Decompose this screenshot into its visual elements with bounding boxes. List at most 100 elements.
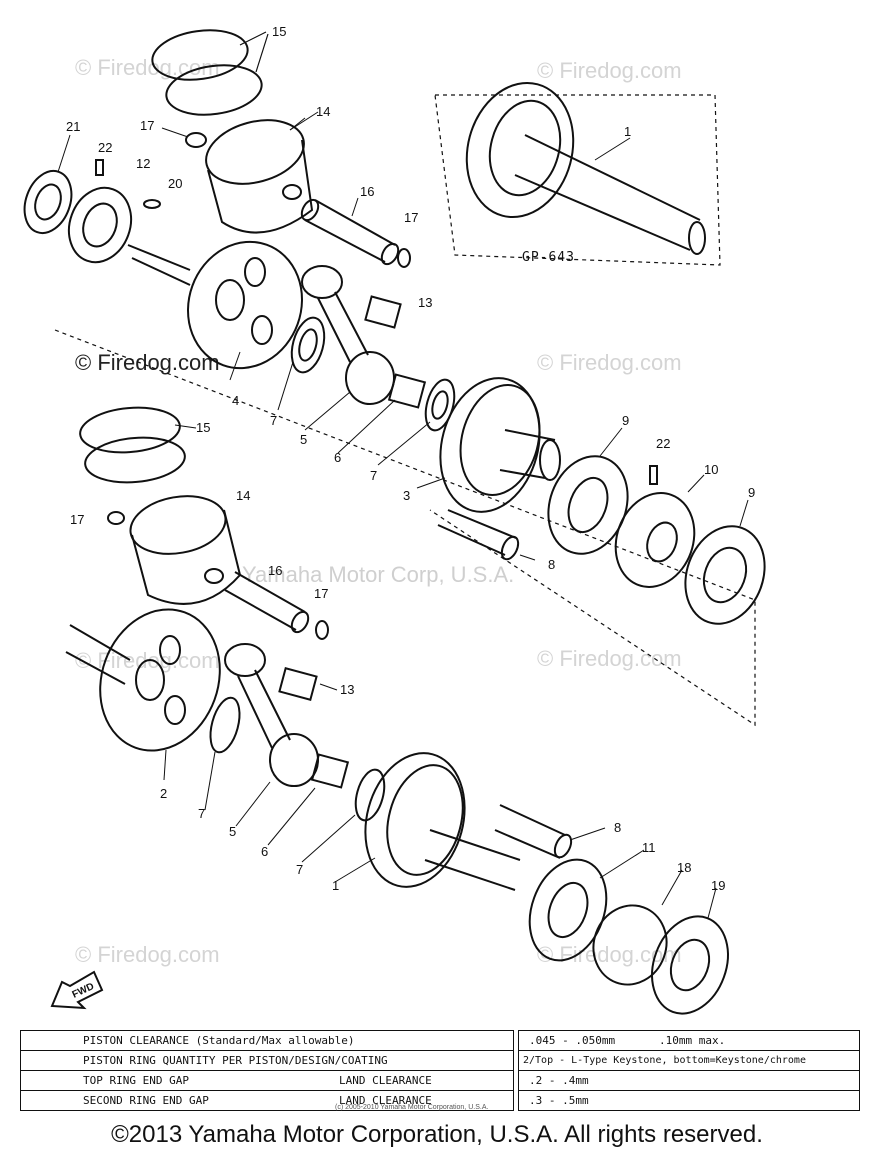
crank-pin-upper (437, 509, 520, 561)
callout-15: 15 (272, 24, 286, 39)
spec-value: 2/Top - L-Type Keystone, bottom=Keystone… (523, 1055, 806, 1066)
callout-5: 5 (229, 824, 236, 839)
callout-7: 7 (198, 806, 205, 821)
needle-bearing (310, 753, 350, 789)
callout-8: 8 (548, 557, 555, 572)
dowel-pin (649, 465, 658, 485)
spec-label-secondary: LAND CLEARANCE (339, 1094, 432, 1107)
crankshaft-exploded-diagram: 15 14 17 21 22 12 20 16 17 1 13 4 7 5 6 … (23, 24, 766, 1015)
spec-label: PISTON CLEARANCE (Standard/Max allowable… (83, 1034, 355, 1047)
gp643-label: GP-643 (522, 250, 575, 265)
callout-2: 2 (160, 786, 167, 801)
needle-bearing (387, 373, 427, 409)
spec-label-secondary: LAND CLEARANCE (339, 1074, 432, 1087)
crank-center (439, 377, 561, 513)
crank-pin-lower (494, 804, 573, 859)
callout-10: 10 (704, 462, 718, 477)
callout-15: 15 (196, 420, 210, 435)
callout-6: 6 (261, 844, 268, 859)
circlip (315, 620, 329, 640)
callout-9: 9 (622, 413, 629, 428)
callout-17: 17 (314, 586, 328, 601)
callout-7: 7 (296, 862, 303, 877)
watermark: © Firedog.com (75, 942, 220, 967)
callout-7: 7 (370, 468, 377, 483)
spec-row: SECOND RING END GAP LAND CLEARANCE (21, 1091, 513, 1110)
spec-value-secondary: .10mm max. (659, 1034, 726, 1047)
spec-table-values: .045 - .050mm .10mm max. 2/Top - L-Type … (518, 1030, 860, 1111)
callout-21: 21 (66, 119, 80, 134)
spec-label: SECOND RING END GAP (83, 1094, 209, 1107)
piston-ring-lower (79, 406, 186, 484)
spec-value-row: .3 - .5mm (519, 1091, 859, 1110)
watermark: © Firedog.com (537, 350, 682, 375)
callout-1: 1 (332, 878, 339, 893)
watermark: © Firedog.com (75, 350, 220, 375)
piston-ring-upper (151, 29, 263, 116)
fine-print: (c) 2005-2010 Yamaha Motor Corporation, … (335, 1104, 489, 1111)
thrust-washer (354, 768, 386, 822)
needle-bearing (364, 295, 402, 329)
circlip-ring (592, 904, 668, 986)
crank-half-upper (127, 240, 303, 370)
spec-label: PISTON RING QUANTITY PER PISTON/DESIGN/C… (83, 1054, 388, 1067)
spec-value-row: .045 - .050mm .10mm max. (519, 1031, 859, 1051)
callout-7: 7 (270, 413, 277, 428)
callout-16: 16 (360, 184, 374, 199)
spec-value-row: .2 - .4mm (519, 1071, 859, 1091)
bearing (684, 525, 766, 625)
thrust-washer (424, 378, 456, 432)
callout-3: 3 (403, 488, 410, 503)
watermark: © Firedog.com (75, 55, 220, 80)
crank-half-lower (65, 608, 221, 752)
callout-18: 18 (677, 860, 691, 875)
thrust-washer (209, 696, 241, 754)
callout-6: 6 (334, 450, 341, 465)
callout-13: 13 (340, 682, 354, 697)
callout-12: 12 (136, 156, 150, 171)
circlip (185, 132, 207, 148)
crank-center-lower (364, 752, 521, 891)
piston-lower (129, 495, 242, 605)
callout-17: 17 (140, 118, 154, 133)
piston-pin-lower (224, 571, 310, 634)
spec-value-row: 2/Top - L-Type Keystone, bottom=Keystone… (519, 1051, 859, 1071)
callout-8: 8 (614, 820, 621, 835)
labyrinth-seal (614, 492, 696, 588)
thrust-washer (290, 316, 326, 374)
circlip (107, 511, 125, 525)
woodruff-key (143, 199, 161, 209)
needle-bearing (278, 667, 318, 701)
callout-22: 22 (98, 140, 112, 155)
callout-22: 22 (656, 436, 670, 451)
copyright-notice: ©2013 Yamaha Motor Corporation, U.S.A. A… (111, 1121, 763, 1148)
spec-value: .2 - .4mm (529, 1074, 589, 1087)
callout-14: 14 (236, 488, 250, 503)
callout-17: 17 (70, 512, 84, 527)
spec-table-labels: PISTON CLEARANCE (Standard/Max allowable… (20, 1030, 514, 1111)
circlip (397, 248, 411, 268)
oil-seal (23, 170, 73, 234)
crank-half-gp643 (465, 81, 706, 255)
spec-value: .045 - .050mm (529, 1034, 616, 1047)
callout-5: 5 (300, 432, 307, 447)
callout-19: 19 (711, 878, 725, 893)
spec-table: PISTON CLEARANCE (Standard/Max allowable… (20, 1030, 860, 1111)
forward-arrow-icon: FWD (50, 970, 104, 1010)
callout-1: 1 (624, 124, 631, 139)
callout-14: 14 (316, 104, 330, 119)
callout-11: 11 (642, 840, 656, 855)
callout-20: 20 (168, 176, 182, 191)
watermark: © Firedog.com (537, 58, 682, 83)
dowel-pin (95, 159, 104, 176)
bearing (528, 858, 608, 962)
bearing (547, 455, 629, 555)
piston-upper (205, 119, 314, 234)
spec-value: .3 - .5mm (529, 1094, 589, 1107)
piston-pin-upper (300, 198, 400, 266)
oil-seal (651, 915, 729, 1015)
watermark: © Firedog.com (537, 646, 682, 671)
spec-label: TOP RING END GAP (83, 1074, 189, 1087)
callout-17: 17 (404, 210, 418, 225)
spec-row: PISTON CLEARANCE (Standard/Max allowable… (21, 1031, 513, 1051)
